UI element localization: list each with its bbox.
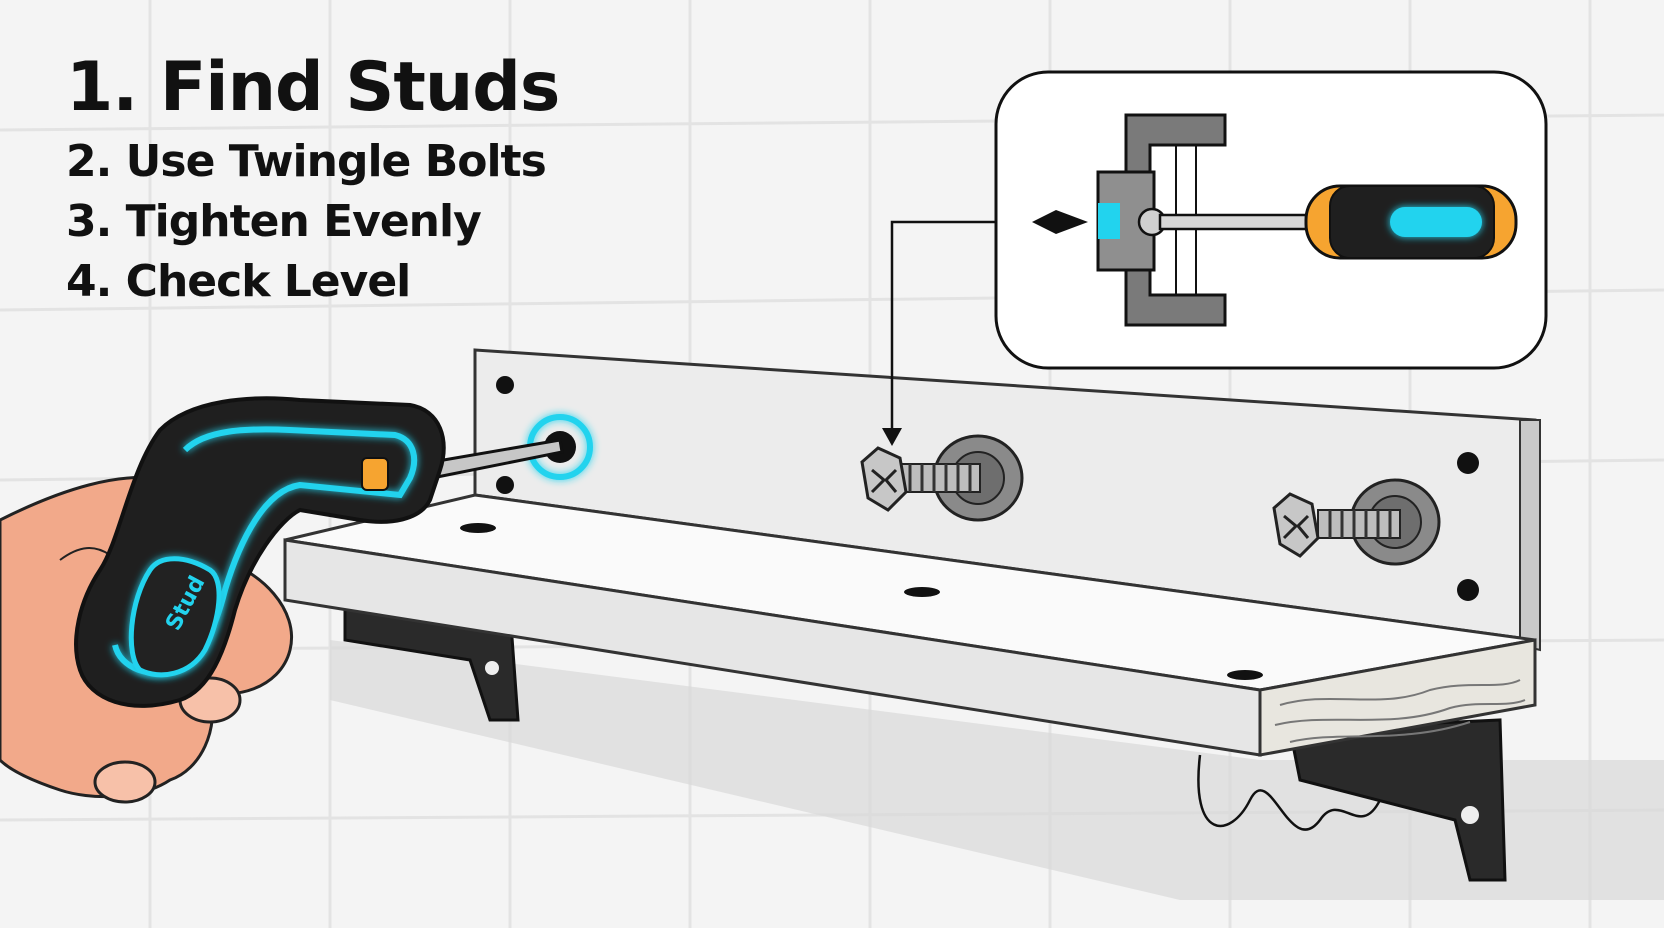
toggle-bolt-icon <box>860 434 1024 522</box>
cable-squiggle <box>1197 754 1382 831</box>
step-1: 1. Find Studs <box>66 48 560 127</box>
step-4: 4. Check Level <box>66 256 411 307</box>
toggle-bolt-icon <box>1272 478 1441 566</box>
screwdriver-icon <box>1032 184 1518 260</box>
detail-callout <box>994 70 1548 370</box>
callout-arrow <box>882 220 1030 446</box>
wood-end-grain <box>1258 638 1537 757</box>
instruction-steps: 1. Find Studs 2. Use Twingle Bolts 3. Ti… <box>66 48 560 320</box>
shelf-bracket-right <box>1288 718 1507 882</box>
stud-finder-icon: Stud <box>74 396 446 708</box>
step-3: 3. Tighten Evenly <box>66 196 482 247</box>
step-2: 2. Use Twingle Bolts <box>66 136 547 187</box>
mounting-holes <box>460 376 1479 680</box>
shelf-shadow <box>330 640 1664 900</box>
